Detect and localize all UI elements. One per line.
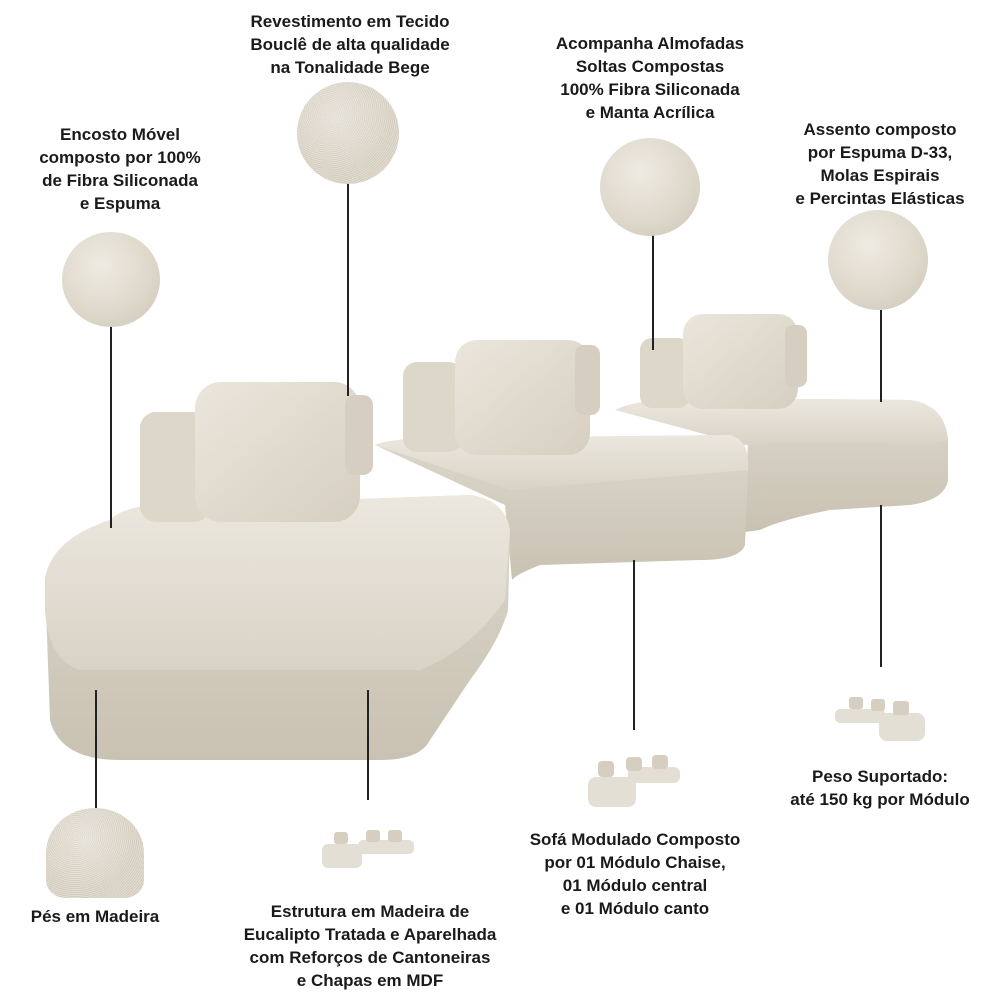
callout-line-fabric <box>347 156 349 396</box>
sofa-miniature-icon <box>835 697 927 745</box>
boucle-fabric-swatch-icon <box>297 82 399 184</box>
sofa-miniature-icon <box>322 830 414 870</box>
callout-line-structure <box>367 690 369 800</box>
callout-cushions: Acompanha Almofadas Soltas Compostas 100… <box>555 34 745 122</box>
callout-backrest: Encosto Móvel composto por 100% de Fibra… <box>39 125 201 213</box>
callout-line-feet <box>95 690 97 808</box>
callout-modules: Sofá Modulado Composto por 01 Módulo Cha… <box>529 830 741 918</box>
backrest-thumbnail-icon <box>62 232 160 327</box>
loose-cushion <box>683 314 798 409</box>
back-cushion <box>640 338 690 408</box>
callout-structure: Estrutura em Madeira de Eucalipto Tratad… <box>243 902 497 990</box>
wooden-foot-icon <box>46 808 144 898</box>
sofa-miniature-icon <box>588 755 680 810</box>
back-cushion <box>140 412 210 522</box>
callout-weight: Peso Suportado: até 150 kg por Módulo <box>790 767 970 809</box>
callout-line-backrest <box>110 318 112 528</box>
callout-line-cushions <box>652 228 654 350</box>
loose-cushion <box>195 382 360 522</box>
loose-cushion-thumbnail-icon <box>600 138 700 236</box>
loose-cushion <box>455 340 590 455</box>
callout-seat: Assento composto por Espuma D-33, Molas … <box>795 120 965 208</box>
callout-line-modules <box>633 560 635 730</box>
callout-line-seat <box>880 310 882 402</box>
callout-line-weight <box>880 505 882 667</box>
callout-fabric: Revestimento em Tecido Bouclê de alta qu… <box>250 12 450 77</box>
back-cushion <box>403 362 463 452</box>
seat-module-thumbnail-icon <box>828 210 928 310</box>
callout-feet: Pés em Madeira <box>30 907 160 926</box>
